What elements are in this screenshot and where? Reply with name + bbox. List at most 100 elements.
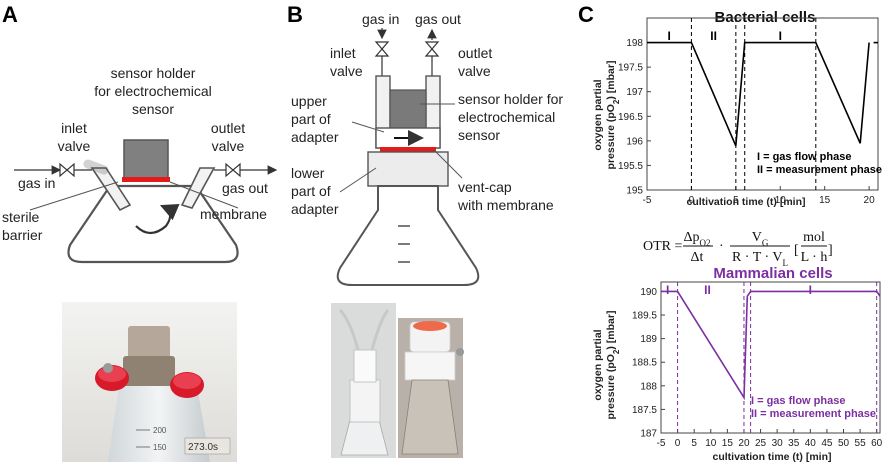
x-tick-label: 15 bbox=[722, 438, 734, 449]
photo-a-scale-label: 273.0s bbox=[188, 442, 218, 453]
panel-a: A sensor holder for electrochemical sens… bbox=[2, 2, 278, 462]
lower-part-label-2: part of bbox=[291, 183, 331, 199]
svg-text:[: [ bbox=[794, 243, 799, 258]
membrane-label: membrane bbox=[200, 206, 267, 222]
upper-part-label-2: part of bbox=[291, 111, 331, 127]
inlet-neck bbox=[90, 167, 132, 212]
photo-a-grad-150: 150 bbox=[153, 443, 167, 452]
x-tick-label: 10 bbox=[705, 438, 717, 449]
phase-label: I bbox=[666, 283, 669, 297]
photo-adapter-assembled bbox=[331, 303, 396, 458]
svg-text:pressure (pO2) [mbar]: pressure (pO2) [mbar] bbox=[605, 61, 621, 170]
x-tick-label: 60 bbox=[871, 438, 883, 449]
panel-c: C Bacterial cells cultivation time (t) [… bbox=[578, 2, 883, 463]
y-tick-label: 196.5 bbox=[618, 112, 643, 123]
plot-frame bbox=[660, 281, 881, 434]
chart-bacterial: Bacterial cells cultivation time (t) [mi… bbox=[592, 9, 882, 208]
inlet-valve-label-1: inlet bbox=[61, 120, 87, 136]
outlet-neck bbox=[180, 167, 216, 209]
photo-a-grad-200: 200 bbox=[153, 426, 167, 435]
lower-part-label-3: adapter bbox=[291, 201, 339, 217]
vent-cap-label-1: vent-cap bbox=[458, 179, 512, 195]
y-tick-label: 189.5 bbox=[632, 311, 657, 322]
x-tick-label: 15 bbox=[819, 195, 831, 206]
x-tick-label: 0 bbox=[689, 195, 695, 206]
lower-part-label-1: lower bbox=[291, 165, 325, 181]
membrane-red bbox=[122, 177, 170, 182]
x-tick-label: 30 bbox=[772, 438, 784, 449]
gas-out-label: gas out bbox=[222, 180, 268, 196]
chart-mammalian-xlabel: cultivation time (t) [min] bbox=[713, 451, 832, 463]
x-tick-label: 40 bbox=[805, 438, 817, 449]
y-tick-label: 195 bbox=[626, 186, 643, 197]
inlet-valve-icon-b bbox=[374, 41, 390, 57]
chart-bacterial-xlabel: cultivation time (t) [min] bbox=[687, 196, 806, 208]
gas-out-label-b: gas out bbox=[415, 11, 461, 27]
legend-entry: I = gas flow phase bbox=[751, 395, 845, 407]
outlet-valve-label-b-1: outlet bbox=[458, 45, 492, 61]
x-tick-label: 5 bbox=[691, 438, 697, 449]
x-tick-label: 5 bbox=[733, 195, 739, 206]
sensor-holder-block-b bbox=[389, 89, 427, 129]
formula-unit-den: L · h bbox=[801, 250, 828, 265]
data-series-line bbox=[647, 41, 870, 147]
x-tick-label: 20 bbox=[864, 195, 876, 206]
x-tick-label: -5 bbox=[657, 438, 666, 449]
sterile-barrier-label-1: sterile bbox=[2, 209, 40, 225]
y-tick-label: 188.5 bbox=[632, 358, 657, 369]
x-tick-label: 10 bbox=[775, 195, 787, 206]
legend-entry: I = gas flow phase bbox=[757, 151, 851, 163]
outlet-valve-label-b-2: valve bbox=[458, 63, 491, 79]
plot-frame bbox=[646, 17, 879, 191]
y-tick-label: 188 bbox=[640, 381, 657, 392]
flow-arrow-icon bbox=[135, 203, 180, 235]
formula-vg-num: VG bbox=[752, 230, 769, 248]
chart-mammalian: Mammalian cells cultivation time (t) [mi… bbox=[592, 265, 883, 463]
formula-delta-num: ΔpO2 bbox=[683, 230, 710, 248]
y-tick-label: 196 bbox=[626, 136, 643, 147]
sensor-holder-label-2: for electrochemical bbox=[94, 83, 212, 99]
gas-in-label-b: gas in bbox=[362, 11, 399, 27]
y-tick-label: 198 bbox=[626, 38, 643, 49]
y-tick-label: 190 bbox=[640, 287, 657, 298]
sensor-holder-b-label-3: sensor bbox=[458, 127, 500, 143]
phase-label: I bbox=[779, 29, 782, 43]
lower-adapter bbox=[367, 151, 449, 187]
gas-in-label: gas in bbox=[18, 175, 55, 191]
x-tick-label: 55 bbox=[855, 438, 867, 449]
x-tick-label: 35 bbox=[788, 438, 800, 449]
y-tick-label: 197.5 bbox=[618, 63, 643, 74]
vent-cap-membrane bbox=[380, 147, 436, 152]
sensor-holder-label-1: sensor holder bbox=[111, 65, 196, 81]
vent-cap-label-2: with membrane bbox=[457, 197, 554, 213]
otr-formula: OTR = ΔpO2 Δt · VG R · T · VL [ mol L · … bbox=[643, 230, 833, 268]
y-tick-label: 197 bbox=[626, 87, 643, 98]
x-tick-label: 0 bbox=[675, 438, 681, 449]
phase-label: II bbox=[710, 29, 717, 43]
x-tick-label: -5 bbox=[643, 195, 652, 206]
legend-entry: II = measurement phase bbox=[751, 408, 876, 420]
formula-dot: · bbox=[719, 239, 724, 254]
sensor-holder-label-3: sensor bbox=[132, 101, 174, 117]
inlet-valve-label-b-1: inlet bbox=[330, 45, 356, 61]
formula-vg-den: R · T · VL bbox=[732, 250, 788, 268]
phase-label: I bbox=[668, 29, 671, 43]
data-series-line bbox=[661, 290, 881, 401]
sensor-holder-b-label-2: electrochemical bbox=[458, 109, 555, 125]
svg-text:pressure (pO2) [mbar]: pressure (pO2) [mbar] bbox=[605, 311, 621, 420]
chart-mammalian-title: Mammalian cells bbox=[713, 265, 832, 282]
y-tick-label: 187.5 bbox=[632, 405, 657, 416]
photo-vent-cap-flask bbox=[398, 318, 464, 458]
legend-entry: II = measurement phase bbox=[757, 164, 882, 176]
phase-label: I bbox=[809, 283, 812, 297]
erlenmeyer-flask bbox=[336, 185, 480, 286]
outlet-valve-label-1: outlet bbox=[211, 120, 245, 136]
sterile-barrier-label-2: barrier bbox=[2, 227, 43, 243]
y-tick-label: 189 bbox=[640, 334, 657, 345]
panel-b: B gas in gas out inlet valve outlet valv… bbox=[287, 2, 563, 458]
panel-c-letter: C bbox=[578, 2, 594, 27]
chart-bacterial-ylabel: oxygen partial pressure (pO2) [mbar] bbox=[592, 61, 621, 170]
formula-unit-num: mol bbox=[803, 230, 825, 245]
x-tick-label: 45 bbox=[821, 438, 833, 449]
